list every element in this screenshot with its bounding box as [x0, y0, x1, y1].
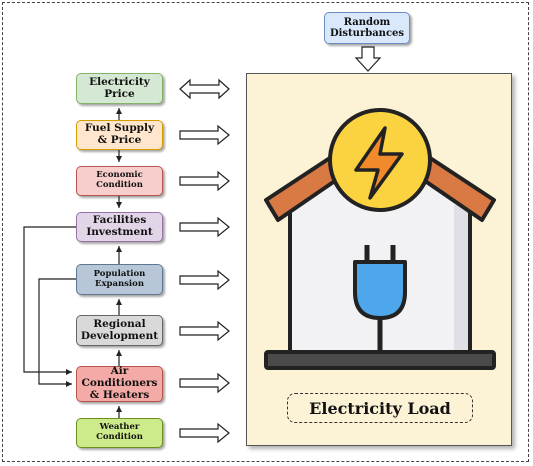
node-weather-condition: Weather Condition: [76, 418, 163, 448]
node-random-disturbances-line2: Disturbances: [329, 28, 405, 39]
dashed-frame: [2, 2, 529, 462]
down-hollow-arrow: [354, 46, 382, 72]
node-facilities-investment-line2: Investment: [86, 226, 153, 238]
house-wall-shadow: [454, 205, 468, 353]
node-economic-condition: Economic Condition: [76, 166, 163, 196]
house-icon: [264, 108, 496, 370]
plug-icon: [353, 260, 407, 320]
node-economic-condition-line2: Condition: [96, 180, 143, 190]
node-regional-development-line2: Development: [80, 329, 159, 342]
double-hollow-arrow: [179, 78, 230, 100]
electricity-load-label: Electricity Load: [287, 393, 473, 423]
node-regional-development: Regional Development: [76, 315, 163, 346]
node-air-conditioners-heaters-line3: & Heaters: [89, 388, 150, 401]
node-electricity-price-line2: Price: [104, 87, 135, 100]
node-weather-condition-line2: Condition: [96, 432, 143, 442]
house-base: [264, 350, 496, 370]
node-air-conditioners-heaters-line2: Conditioners: [81, 377, 158, 390]
node-facilities-investment-line1: Facilities: [92, 214, 147, 227]
right-hollow-arrows: [179, 124, 230, 444]
node-weather-condition-line1: Weather: [99, 422, 140, 433]
lightning-bolt-icon: [354, 126, 404, 200]
feedback-connectors: [23, 226, 76, 387]
node-random-disturbances: Random Disturbances: [324, 12, 410, 44]
node-air-conditioners-heaters-line1: Air: [110, 365, 129, 378]
node-population-expansion-line1: Population: [93, 268, 146, 279]
node-electricity-price-line1: Electricity: [89, 75, 150, 88]
node-fuel-supply-price: Fuel Supply & Price: [76, 120, 163, 150]
electricity-load-text: Electricity Load: [309, 398, 451, 418]
node-population-expansion: Population Expansion: [76, 264, 163, 295]
node-regional-development-line1: Regional: [93, 317, 146, 330]
node-population-expansion-line2: Expansion: [94, 278, 145, 289]
node-electricity-price: Electricity Price: [76, 73, 163, 104]
node-random-disturbances-line1: Random: [343, 16, 391, 28]
node-air-conditioners-heaters: Air Conditioners & Heaters: [76, 366, 163, 402]
node-fuel-supply-price-line1: Fuel Supply: [84, 122, 155, 135]
node-facilities-investment: Facilities Investment: [76, 212, 163, 242]
node-fuel-supply-price-line2: & Price: [97, 134, 142, 146]
node-economic-condition-line1: Economic: [96, 170, 143, 181]
